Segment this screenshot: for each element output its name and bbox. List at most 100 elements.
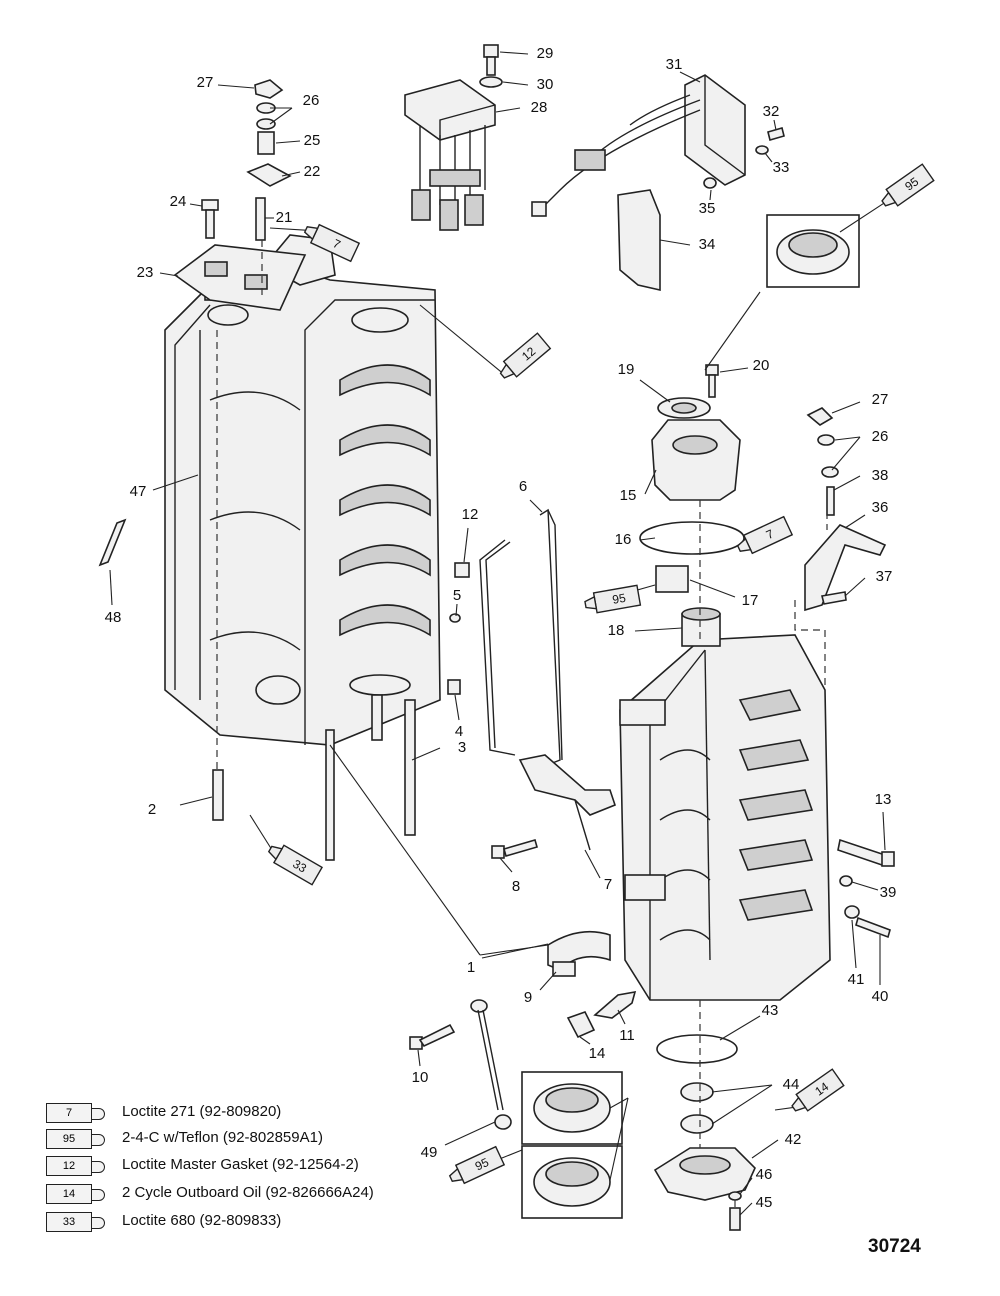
washer-33 — [755, 145, 769, 155]
leader-c15 — [644, 469, 657, 495]
bracket-34 — [617, 189, 661, 292]
legend-tube-14: 14 — [46, 1184, 105, 1204]
callout-4: 4 — [455, 723, 463, 740]
washer-41 — [844, 905, 860, 919]
callout-9: 9 — [524, 989, 532, 1006]
cylinder-block-left — [164, 234, 441, 861]
assembly-lines — [216, 240, 828, 1210]
plate-23 — [173, 244, 307, 311]
callout-48: 48 — [105, 609, 122, 626]
leader-extra-2 — [711, 1084, 773, 1125]
callout-7: 7 — [604, 876, 612, 893]
bolt-24 — [201, 199, 219, 239]
leader-c17 — [689, 579, 736, 598]
callout-11: 11 — [619, 1027, 635, 1044]
bolt-10 — [409, 1023, 456, 1050]
legend-label-7: Loctite 271 (92-809820) — [122, 1103, 282, 1120]
callout-12: 12 — [462, 506, 479, 523]
legend-tube-12: 12 — [46, 1156, 105, 1176]
oring-43 — [656, 1034, 738, 1064]
leader-c6 — [529, 499, 543, 513]
leader-c3 — [411, 747, 441, 761]
leader-c43 — [719, 1015, 761, 1041]
rectifier-module — [531, 74, 746, 217]
leader-c19 — [639, 379, 671, 403]
washer-30 — [479, 76, 503, 88]
oring-16 — [639, 521, 745, 555]
callout-39: 39 — [880, 884, 897, 901]
sealant-tube-14: 14 — [774, 1068, 845, 1112]
hose-6 — [479, 508, 563, 769]
leader-c36 — [844, 514, 866, 529]
leader-c46 — [739, 1177, 753, 1195]
screw-37 — [821, 591, 847, 605]
callout-29: 29 — [537, 45, 554, 62]
callout-37: 37 — [876, 568, 893, 585]
seal-95-inset-bottom — [521, 1071, 623, 1219]
screw-32 — [767, 127, 785, 141]
leader-c25 — [275, 140, 301, 144]
leader-c10 — [417, 1049, 421, 1067]
callout-41: 41 — [848, 971, 865, 988]
washer-39 — [839, 875, 853, 887]
leader-c2 — [179, 796, 213, 806]
bolt-45 — [729, 1207, 741, 1231]
leader-c48 — [109, 569, 113, 606]
callout-2: 2 — [148, 801, 156, 818]
leader-c28 — [495, 107, 521, 113]
callout-6: 6 — [519, 478, 527, 495]
svg-text:95: 95 — [611, 591, 627, 607]
leader-c24 — [189, 203, 203, 207]
pin-5 — [449, 613, 461, 623]
figure-number: 30724 — [868, 1236, 921, 1257]
leader-extra-4 — [609, 1097, 629, 1181]
legend-label-12: Loctite Master Gasket (92-12564-2) — [122, 1156, 359, 1173]
callout-36: 36 — [872, 499, 889, 516]
lever-36 — [804, 524, 887, 612]
leader-c31 — [679, 71, 701, 83]
leader-extra-3 — [609, 1097, 629, 1109]
callout-15: 15 — [620, 487, 637, 504]
callout-30: 30 — [537, 76, 554, 93]
leader-c34 — [659, 239, 691, 246]
callout-22: 22 — [304, 163, 321, 180]
seals-44 — [680, 1082, 714, 1134]
callout-38: 38 — [872, 467, 889, 484]
leader-c14 — [579, 1036, 591, 1045]
callout-16: 16 — [615, 531, 632, 548]
callout-24: 24 — [170, 193, 187, 210]
leader-c32 — [773, 119, 777, 131]
callout-34: 34 — [699, 236, 716, 253]
sealant-tube-95: 95 — [584, 584, 656, 614]
callout-27: 27 — [872, 391, 889, 408]
callout-20: 20 — [753, 357, 770, 374]
callout-1: 1 — [467, 959, 475, 976]
leader-c33 — [764, 152, 773, 163]
callout-25: 25 — [304, 132, 321, 149]
legend-tube-7: 7 — [46, 1103, 105, 1123]
sealant-tube-33: 33 — [249, 814, 324, 886]
bracket-7-center — [518, 754, 616, 851]
legend-label-14: 2 Cycle Outboard Oil (92-826666A24) — [122, 1184, 374, 1201]
leader-c39 — [851, 881, 879, 891]
callout-42: 42 — [785, 1131, 802, 1148]
plug-12 — [454, 562, 470, 578]
leader-c26b — [834, 436, 861, 441]
callout-8: 8 — [512, 878, 520, 895]
stud-2 — [212, 769, 224, 821]
callout-45: 45 — [756, 1194, 773, 1211]
leader-c45 — [739, 1202, 753, 1216]
nut-35 — [703, 177, 717, 189]
bearing-18 — [681, 607, 721, 647]
callout-13: 13 — [875, 791, 892, 808]
callout-32: 32 — [763, 103, 780, 120]
leader-c7a — [584, 849, 601, 879]
leader-extra-0 — [269, 107, 293, 125]
switch-box — [404, 79, 496, 231]
callout-35: 35 — [699, 200, 716, 217]
stud-38 — [826, 486, 835, 516]
callout-49: 49 — [421, 1144, 438, 1161]
fitting-11 — [593, 990, 637, 1019]
sealant-tube-12: 12 — [419, 304, 552, 379]
